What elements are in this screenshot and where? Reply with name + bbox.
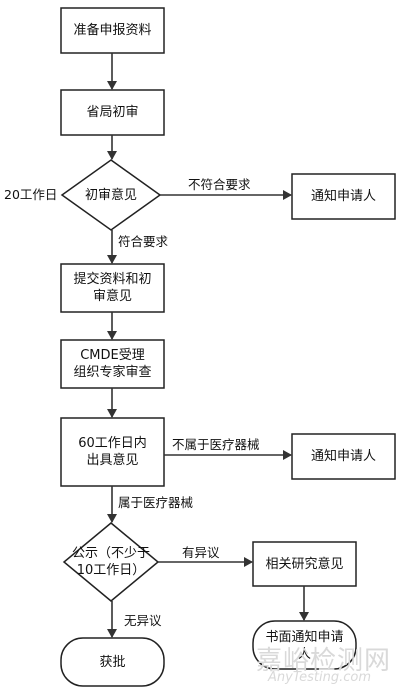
node-notify1-box — [291, 173, 396, 220]
label-20-workdays: 20工作日 — [4, 187, 58, 202]
node-approved: 获批 — [99, 654, 126, 670]
node-decision1: 初审意见 — [84, 187, 137, 203]
node-approved-box — [60, 637, 165, 687]
node-research-box — [252, 541, 357, 587]
label-not-meet: 不符合要求 — [188, 177, 251, 192]
node-province-review: 省局初审 — [86, 105, 139, 120]
node-research: 相关研究意见 — [265, 556, 344, 572]
node-cmde: CMDE受理 组织专家审查 — [73, 348, 152, 380]
node-province-review-box — [60, 89, 165, 136]
node-prepare: 准备申报资料 — [73, 23, 152, 38]
label-is-device: 属于医疗器械 — [118, 495, 194, 510]
label-not-device: 不属于医疗器械 — [172, 437, 260, 452]
label-no-objection: 无异议 — [124, 613, 162, 628]
node-submit: 提交资料和初 审意见 — [73, 272, 152, 304]
watermark-logo: 嘉峪检测网 AnyTesting.com — [250, 640, 400, 690]
node-notify1: 通知申请人 — [310, 189, 376, 204]
node-cmde-box — [60, 339, 165, 389]
node-opinion60-box — [60, 417, 165, 487]
node-publicity: 公示（不少于 10工作日） — [71, 546, 150, 578]
node-written-notify-box — [252, 620, 357, 670]
node-submit-box — [60, 263, 165, 313]
node-notify2-box — [291, 433, 396, 480]
label-has-objection: 有异议 — [182, 545, 220, 560]
node-written-notify: 书面通知申请 人 — [265, 630, 344, 662]
publicity-diamond — [62, 522, 160, 602]
node-prepare-box — [60, 7, 165, 54]
watermark-cn: 嘉峪检测网 — [256, 646, 392, 676]
decision1-diamond — [60, 159, 162, 231]
node-opinion60: 60工作日内 出具意见 — [78, 436, 147, 468]
label-meet: 符合要求 — [118, 234, 169, 249]
watermark-en: AnyTesting.com — [268, 670, 372, 685]
node-notify2: 通知申请人 — [310, 449, 376, 464]
